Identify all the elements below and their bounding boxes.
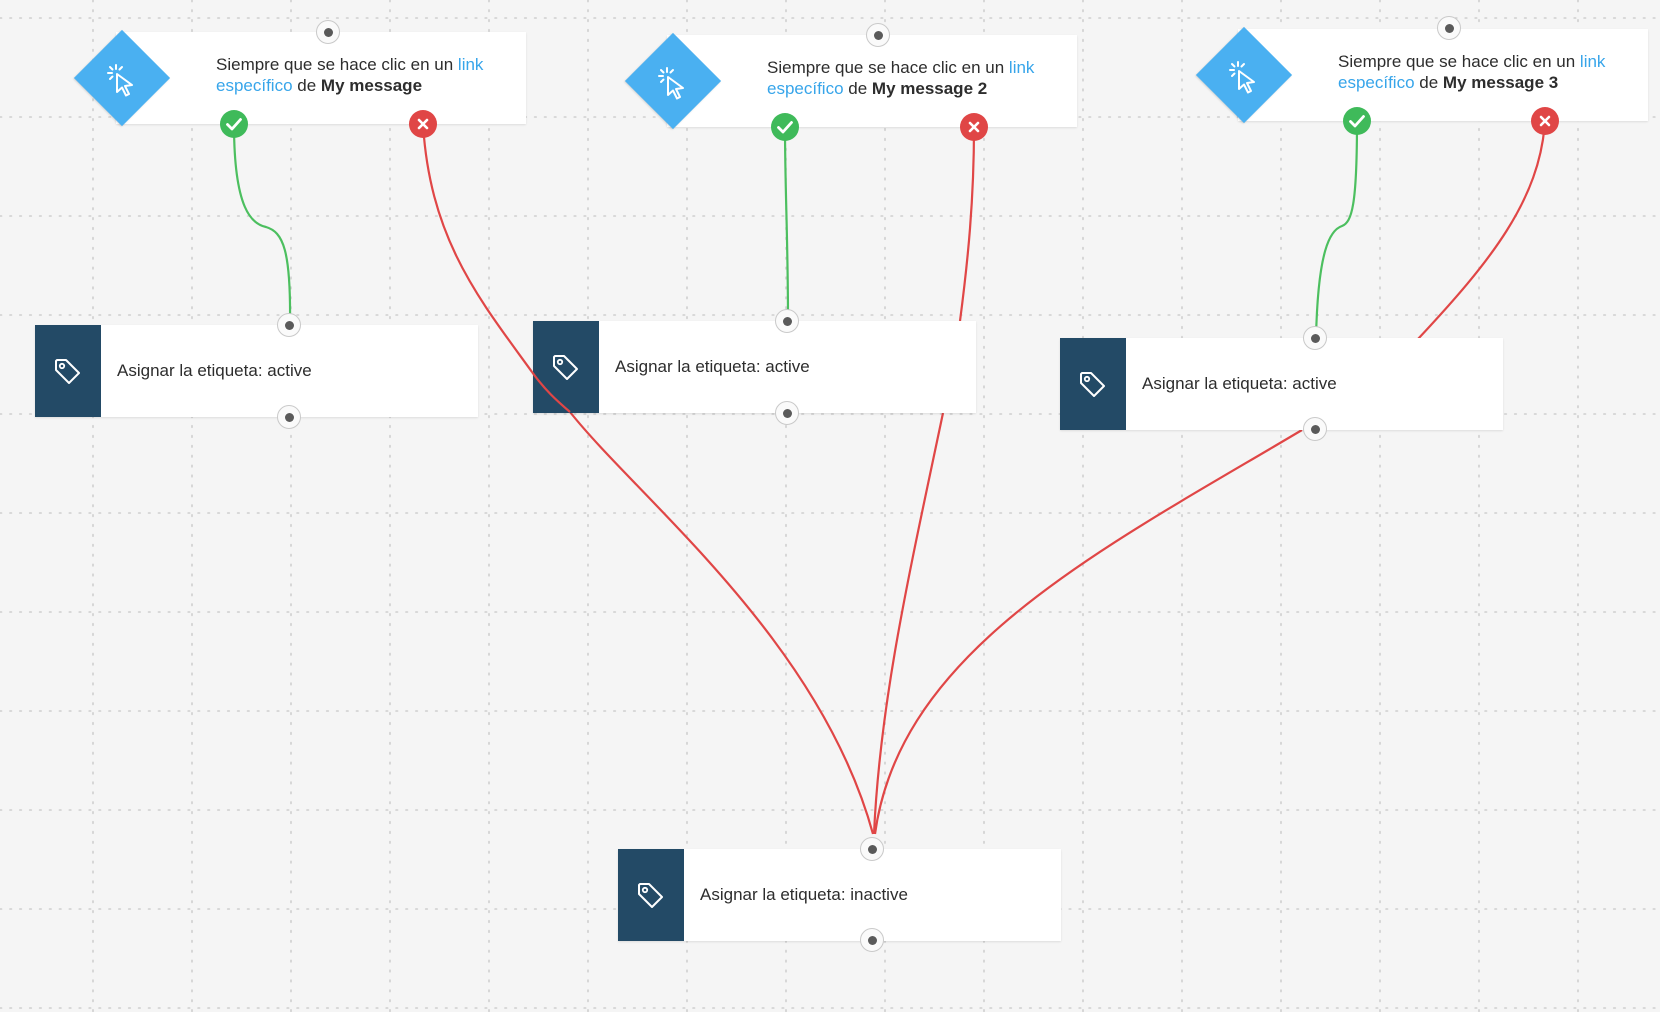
yes-output-badge[interactable] <box>1343 107 1371 135</box>
action-label: Asignar la etiqueta: active <box>615 357 810 376</box>
message-name[interactable]: My message 3 <box>1442 73 1559 92</box>
specific-link-text[interactable]: específico <box>1338 73 1415 92</box>
no-output-badge[interactable] <box>409 110 437 138</box>
yes-output-badge[interactable] <box>771 113 799 141</box>
trigger-node-3[interactable]: Siempre que se hace clic en un link espec… <box>1195 26 1648 124</box>
output-port[interactable] <box>860 928 884 952</box>
trigger-node-1[interactable]: Siempre que se hace clic en un link espec… <box>73 29 526 127</box>
no-connection-1b[interactable] <box>569 411 875 835</box>
action-tile <box>35 325 101 417</box>
output-port[interactable] <box>775 401 799 425</box>
action-node-3[interactable]: Asignar la etiqueta: active <box>1060 338 1503 430</box>
click-pointer-icon <box>1229 61 1255 94</box>
no-connection-2-overlay <box>943 321 960 413</box>
output-port[interactable] <box>1303 417 1327 441</box>
close-icon <box>968 121 980 133</box>
no-connection-3b[interactable] <box>873 429 1303 835</box>
trigger-description: Siempre que se hace clic en un link espec… <box>1338 51 1638 93</box>
tag-icon <box>638 883 663 908</box>
trigger-mid: de <box>292 76 321 95</box>
no-output-badge[interactable] <box>1531 107 1559 135</box>
action-tile <box>1060 338 1126 430</box>
check-icon <box>226 118 242 131</box>
no-connection-1[interactable] <box>421 123 533 373</box>
trigger-node-2[interactable]: Siempre que se hace clic en un link espec… <box>624 32 1077 130</box>
click-pointer-icon <box>658 67 684 100</box>
trigger-description: Siempre que se hace clic en un link espec… <box>216 54 516 96</box>
output-port[interactable] <box>277 405 301 429</box>
message-name[interactable]: My message 2 <box>871 79 988 98</box>
specific-link-text[interactable]: específico <box>216 76 293 95</box>
trigger-description: Siempre que se hace clic en un link espec… <box>767 57 1067 99</box>
check-icon <box>777 121 793 134</box>
yes-connection-2[interactable] <box>783 126 790 322</box>
tag-icon <box>1080 372 1105 397</box>
no-connection-2[interactable] <box>958 126 976 322</box>
yes-output-badge[interactable] <box>220 110 248 138</box>
tag-icon <box>553 355 578 380</box>
action-node-1[interactable]: Asignar la etiqueta: active <box>35 325 478 417</box>
no-connection-3[interactable] <box>1417 120 1547 340</box>
no-connection-1-overlay <box>531 371 571 413</box>
link-text[interactable]: link <box>1579 52 1606 71</box>
link-text[interactable]: link <box>457 55 484 74</box>
tag-icon <box>55 359 80 384</box>
action-label: Asignar la etiqueta: inactive <box>700 885 908 904</box>
action-label: Asignar la etiqueta: active <box>117 361 312 380</box>
no-connection-2b[interactable] <box>872 412 945 835</box>
specific-link-text[interactable]: específico <box>767 79 844 98</box>
input-port[interactable] <box>1437 16 1461 40</box>
no-output-badge[interactable] <box>960 113 988 141</box>
input-port[interactable] <box>316 20 340 44</box>
trigger-prefix: Siempre que se hace clic en un <box>1338 52 1580 71</box>
check-icon <box>1349 115 1365 128</box>
action-label: Asignar la etiqueta: active <box>1142 374 1337 393</box>
action-node-2[interactable]: Asignar la etiqueta: active <box>533 321 976 413</box>
close-icon <box>1539 115 1551 127</box>
trigger-prefix: Siempre que se hace clic en un <box>767 58 1009 77</box>
trigger-mid: de <box>843 79 872 98</box>
action-tile <box>533 321 599 413</box>
trigger-mid: de <box>1414 73 1443 92</box>
input-port[interactable] <box>277 313 301 337</box>
action-tile <box>618 849 684 941</box>
input-port[interactable] <box>1303 326 1327 350</box>
trigger-prefix: Siempre que se hace clic en un <box>216 55 458 74</box>
input-port[interactable] <box>866 23 890 47</box>
click-pointer-icon <box>107 64 133 97</box>
yes-connection-3[interactable] <box>1314 120 1359 339</box>
yes-connection-1[interactable] <box>232 123 292 326</box>
close-icon <box>417 118 429 130</box>
message-name[interactable]: My message <box>320 76 423 95</box>
input-port[interactable] <box>860 837 884 861</box>
link-text[interactable]: link <box>1008 58 1035 77</box>
action-node-4[interactable]: Asignar la etiqueta: inactive <box>618 849 1061 941</box>
input-port[interactable] <box>775 309 799 333</box>
